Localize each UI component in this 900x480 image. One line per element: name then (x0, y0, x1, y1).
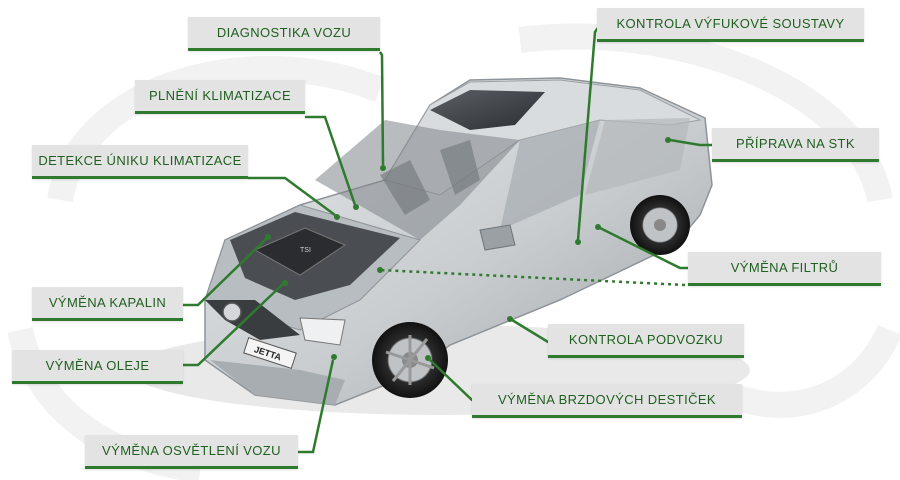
label-detekce: DETEKCE ÚNIKU KLIMATIZACE (32, 145, 248, 179)
side-mirror (479, 224, 516, 251)
front-wheel-spokes (385, 335, 435, 385)
leader-detekce (248, 176, 336, 217)
marker-filtru-dotted (377, 267, 383, 273)
label-filtru: VÝMĚNA FILTRŮ (688, 252, 881, 286)
marker-osvetleni (331, 354, 337, 360)
label-kapalin: VÝMĚNA KAPALIN (32, 287, 183, 321)
leader-plneni (305, 115, 357, 206)
headlight (299, 317, 346, 346)
seats (380, 140, 480, 215)
rear-wheel-hub (654, 219, 666, 231)
label-plneni: PLNĚNÍ KLIMATIZACE (135, 80, 305, 114)
leader-vyfuk (576, 24, 602, 241)
marker-plneni (353, 204, 359, 210)
engine-cover-text: TSI (300, 247, 311, 254)
marker-stk (665, 137, 671, 143)
leader-kapalin (183, 234, 271, 307)
label-stk: PŘÍPRAVA NA STK (712, 128, 879, 162)
label-osvetleni: VÝMĚNA OSVĚTLENÍ VOZU (85, 435, 298, 469)
leader-stk (669, 138, 712, 147)
label-brzdy: VÝMĚNA BRZDOVÝCH DESTIČEK (472, 384, 742, 418)
marker-filtru (595, 224, 601, 230)
marker-podvozek (507, 316, 513, 322)
marker-detekce (334, 214, 340, 220)
leader-osvetleni (298, 359, 335, 454)
label-diagnostika: DIAGNOSTIKA VOZU (188, 17, 380, 51)
label-oleje: VÝMĚNA OLEJE (12, 350, 183, 384)
leader-oleje (183, 281, 286, 367)
label-podvozek: KONTROLA PODVOZKU (548, 324, 744, 358)
sunroof (430, 90, 545, 130)
leader-filtru-dotted (379, 268, 686, 287)
marker-brzdy (425, 355, 431, 361)
rear-window (585, 118, 690, 195)
license-plate (243, 337, 297, 369)
bumper (210, 360, 345, 405)
marker-diagnostika (380, 165, 386, 171)
marker-kapalin (265, 234, 271, 240)
leader-diagnostika (378, 51, 385, 166)
engine-cover (253, 227, 347, 276)
marker-vyfuk (575, 239, 581, 245)
leader-filtru (599, 226, 688, 270)
marker-oleje (282, 280, 288, 286)
vw-logo (222, 302, 242, 322)
side-window (500, 120, 600, 230)
label-vyfuk: KONTROLA VÝFUKOVÉ SOUSTAVY (597, 8, 864, 42)
